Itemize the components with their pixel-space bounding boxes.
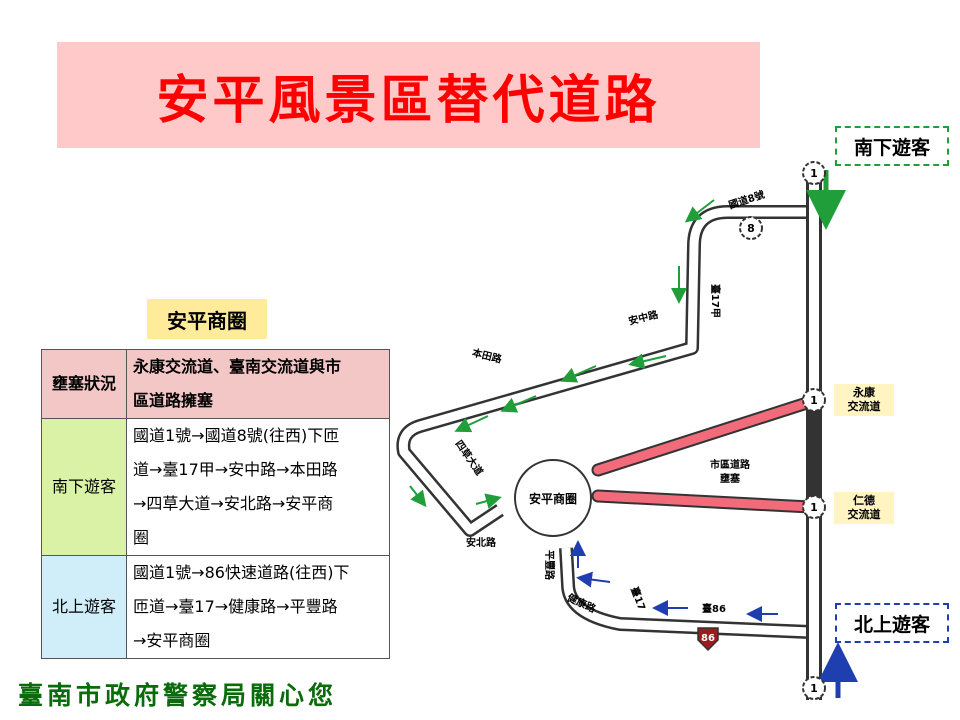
- shield-number: 1: [810, 501, 818, 514]
- title-banner: 安平風景區替代道路: [57, 42, 760, 148]
- interchange-type: 交流道: [847, 400, 881, 413]
- green-arrow: [475, 493, 502, 509]
- shield-number: 1: [810, 682, 818, 695]
- road-label-t86: 臺86: [702, 602, 726, 615]
- road-label-pingfeng: 平豐路: [543, 550, 556, 581]
- congestion-text: 永康交流道、臺南交流道與市 區道路擁塞: [126, 349, 390, 419]
- route-table: 壅塞狀況 永康交流道、臺南交流道與市 區道路擁塞 南下遊客 國道1號→國道8號(…: [41, 349, 390, 659]
- zone-label: 安平商圈: [147, 299, 267, 339]
- interchange-label-rende: 仁德 交流道: [834, 492, 894, 524]
- freeway-8-shield-icon: 8: [739, 216, 763, 240]
- road-label-anbei: 安北路: [466, 536, 497, 549]
- interchange-name: 仁德: [853, 494, 875, 507]
- freeway-1-shield-icon: 1: [802, 676, 826, 700]
- page-title: 安平風景區替代道路: [156, 70, 661, 131]
- north-route-line: 國道1號→86快速道路(往西)下: [133, 563, 350, 582]
- south-label: 南下遊客: [41, 418, 127, 556]
- green-arrow: [409, 485, 427, 508]
- freeway-1-shield-icon: 1: [802, 388, 826, 412]
- blue-arrow: [576, 571, 611, 588]
- table-row-north: 北上遊客 國道1號→86快速道路(往西)下 匝道→臺17→健康路→平豐路 →安平…: [41, 555, 390, 659]
- freeway-1-shield-icon: 1: [802, 161, 826, 185]
- congestion-label: 壅塞狀況: [41, 349, 127, 419]
- shield-number: 8: [747, 222, 755, 235]
- north-visitors-box: 北上遊客: [835, 603, 949, 643]
- shield-number: 1: [810, 167, 818, 180]
- green-arrow: [628, 353, 667, 370]
- road-label-anzhong: 安中路: [627, 308, 660, 328]
- hub-label: 安平商圈: [529, 491, 577, 506]
- green-arrow: [560, 365, 597, 383]
- congestion-line: 區道路擁塞: [133, 391, 214, 410]
- north-route-line: →安平商圈: [133, 631, 211, 650]
- interchange-label-yongkang: 永康 交流道: [834, 384, 894, 416]
- road-label-bentian: 本田路: [471, 346, 504, 366]
- south-visitors-box: 南下遊客: [835, 126, 949, 166]
- hub-circle: [514, 459, 592, 537]
- table-row-header: 壅塞狀況 永康交流道、臺南交流道與市 區道路擁塞: [41, 349, 390, 419]
- congestion-map-label: 市區道路: [710, 458, 751, 471]
- congestion-line: 永康交流道、臺南交流道與市: [133, 357, 342, 376]
- north-label: 北上遊客: [41, 555, 127, 659]
- interchange-name: 永康: [853, 386, 875, 399]
- footer-slogan: 臺南市政府警察局關心您: [18, 681, 338, 710]
- green-arrow: [684, 199, 715, 223]
- south-route-line: 國道1號→國道8號(往西)下匝: [133, 426, 340, 445]
- south-route-line: 圈: [133, 528, 150, 547]
- road-label-t17a: 臺17甲: [709, 284, 722, 318]
- road-label-sicao: 四草大道: [452, 438, 486, 478]
- green-arrow: [454, 415, 489, 433]
- shield-number: 86: [701, 633, 715, 644]
- route-86-shield-icon: 86: [697, 627, 719, 652]
- road-label-t17: 臺17: [628, 585, 648, 612]
- north-route-line: 匝道→臺17→健康路→平豐路: [133, 597, 338, 616]
- green-arrow: [500, 395, 537, 413]
- shield-number: 1: [810, 394, 818, 407]
- south-route: 國道1號→國道8號(往西)下匝 道→臺17甲→安中路→本田路 →四草大道→安北路…: [126, 418, 390, 556]
- south-route-line: →四草大道→安北路→安平商: [133, 494, 334, 513]
- south-route-line: 道→臺17甲→安中路→本田路: [133, 460, 338, 479]
- north-route: 國道1號→86快速道路(往西)下 匝道→臺17→健康路→平豐路 →安平商圈: [126, 555, 390, 659]
- congestion-map-label: 壅塞: [720, 472, 741, 485]
- freeway-1-shield-icon: 1: [802, 495, 826, 519]
- table-row-south: 南下遊客 國道1號→國道8號(往西)下匝 道→臺17甲→安中路→本田路 →四草大…: [41, 418, 390, 556]
- interchange-type: 交流道: [847, 508, 881, 521]
